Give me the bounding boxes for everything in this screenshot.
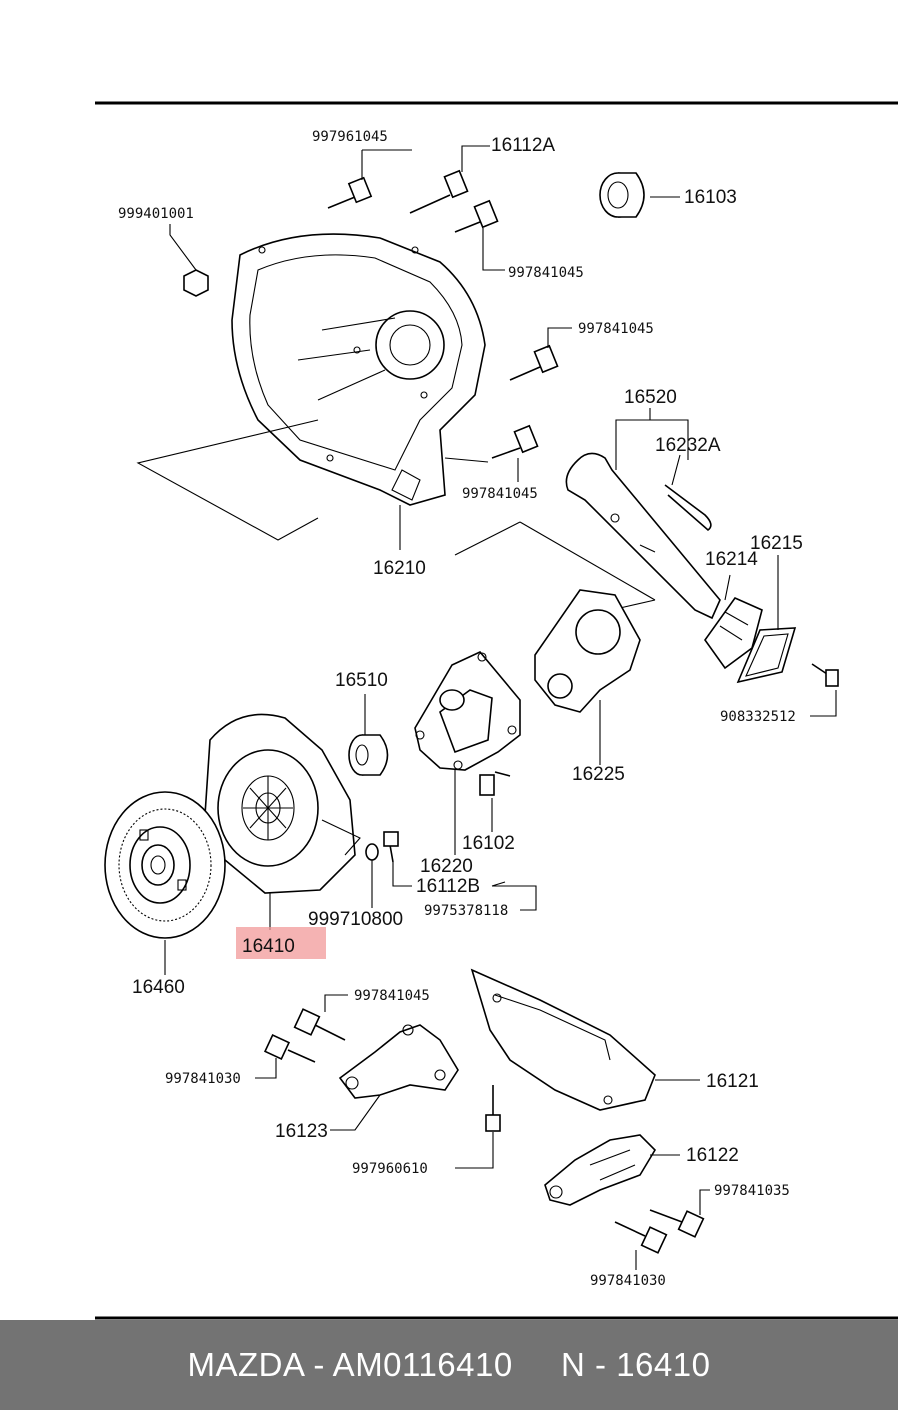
bolt-997841045-a[interactable] [454, 199, 499, 233]
label-997961045: 997961045 [312, 129, 388, 145]
seal-16103[interactable] [599, 172, 645, 218]
bolt-997961045[interactable] [327, 176, 373, 209]
label-16122: 16122 [686, 1145, 739, 1166]
label-16215: 16215 [750, 533, 803, 554]
bolt-997841030-a[interactable] [263, 1033, 316, 1063]
clutch-cover-16410[interactable] [204, 713, 361, 894]
label-908332512: 908332512 [720, 709, 796, 725]
label-997960610: 997960610 [352, 1161, 428, 1177]
bracket-16122[interactable] [544, 1134, 657, 1206]
label-997841035: 997841035 [714, 1183, 790, 1199]
label-997841045-c: 997841045 [462, 486, 538, 502]
part-footer-bar: MAZDA - AM0116410 N - 16410 [0, 1320, 898, 1410]
clutch-housing[interactable] [231, 233, 486, 506]
label-999710800: 999710800 [308, 909, 403, 930]
label-16520: 16520 [624, 387, 677, 408]
label-997841045-d: 997841045 [354, 988, 430, 1004]
clutch-disc-16460[interactable] [104, 791, 226, 939]
label-997841045-a: 997841045 [508, 265, 584, 281]
label-999401001: 999401001 [118, 206, 194, 222]
label-997841030-a: 997841030 [165, 1071, 241, 1087]
dust-cover-16121[interactable] [470, 968, 656, 1111]
nut-999401001[interactable] [183, 269, 209, 297]
label-16225: 16225 [572, 764, 625, 785]
gasket-16215[interactable] [736, 627, 797, 684]
exploded-parts-diagram: 997961045 16112A 16103 999401001 9978410… [95, 101, 898, 1320]
bolt-997841045-b[interactable] [509, 344, 559, 381]
label-16210: 16210 [373, 558, 426, 579]
label-16460: 16460 [132, 977, 185, 998]
label-16232A: 16232A [655, 435, 721, 456]
label-16121: 16121 [706, 1071, 759, 1092]
bolt-997841035[interactable] [649, 1209, 705, 1238]
bolt-16112B[interactable] [383, 831, 399, 863]
label-16112A: 16112A [491, 135, 555, 156]
label-16214: 16214 [705, 549, 758, 570]
bolt-997841030-b[interactable] [614, 1221, 668, 1254]
slave-cylinder-16220[interactable] [414, 651, 521, 771]
release-bearing-16510[interactable] [348, 734, 389, 776]
gasket-16225[interactable] [534, 589, 641, 713]
label-16410: 16410 [242, 936, 295, 957]
label-16123: 16123 [275, 1121, 328, 1142]
washer-999710800[interactable] [365, 843, 379, 861]
bolt-16112A[interactable] [409, 169, 469, 214]
highlight-box [236, 927, 326, 959]
bolt-908332512[interactable] [811, 663, 839, 687]
bolt-997841045-d[interactable] [293, 1008, 346, 1041]
label-16112B: 16112B [416, 876, 480, 897]
label-16510: 16510 [335, 670, 388, 691]
bolt-997841045-c[interactable] [491, 424, 539, 459]
label-997841030-b: 997841030 [590, 1273, 666, 1289]
label-16220: 16220 [420, 856, 473, 877]
part-footer-text: MAZDA - AM0116410 N - 16410 [187, 1346, 711, 1383]
boot-16214[interactable] [704, 597, 763, 670]
label-997841045-b: 997841045 [578, 321, 654, 337]
release-fork[interactable] [565, 452, 721, 620]
clip-16232A[interactable] [664, 484, 712, 532]
bleeder-16102[interactable] [479, 771, 511, 796]
label-9975378118: 9975378118 [424, 903, 508, 919]
label-16102: 16102 [462, 833, 515, 854]
label-16103: 16103 [684, 187, 737, 208]
bolt-997960610[interactable] [485, 1085, 501, 1132]
bracket-16123[interactable] [338, 1024, 459, 1099]
